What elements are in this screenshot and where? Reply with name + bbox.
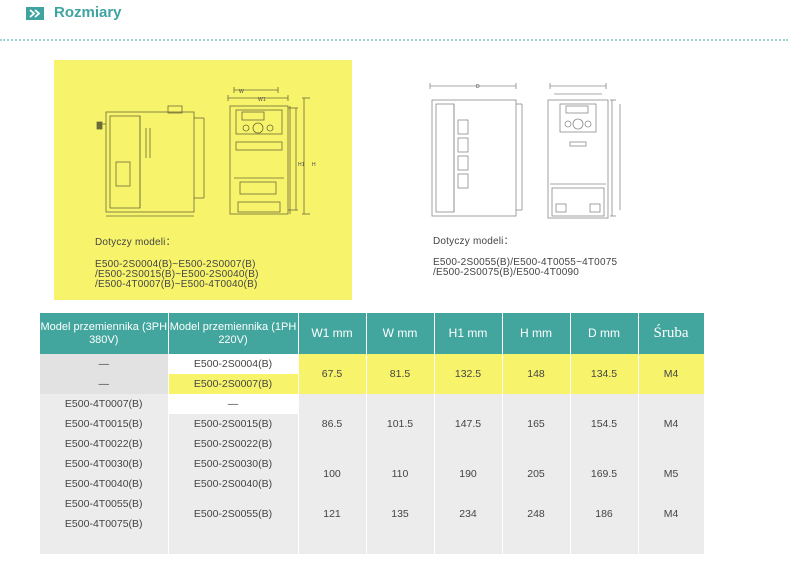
table-row: E500-4T0040(B) E500-2S0040(B) [40,474,704,494]
table-row: E500-4T0015(B) E500-2S0015(B) [40,414,704,434]
cell-model-1ph: E500-2S0055(B) [168,494,299,534]
left-panel-models-line-2: /E500-2S0015(B)~E500-2S0040(B) [95,269,259,280]
cell-model-1ph: E500-2S0022(B) [168,434,299,454]
empty-cell [502,534,571,554]
right-panel-models-line-2: /E500-2S0075(B)/E500-4T0090 [433,267,580,278]
h-dimension-label: H [312,162,316,168]
d-dimension-label: D [476,84,480,90]
table-row: E500-4T0007(B) — 86.5 101.5 147.5 165 15… [40,394,705,454]
cell-w1: 86.5 [298,394,367,454]
header-d: D mm [570,313,639,354]
cell-w: 101.5 [366,394,435,454]
h1-dimension-label: H1 [298,162,305,168]
table-row: E500-4T0030(B) E500-2S0030(B) 100 110 19… [40,454,705,494]
left-panel-models-line-3: /E500-4T0007(B)~E500-4T0040(B) [95,279,258,290]
cell-model-1ph: E500-2S0040(B) [168,474,299,494]
right-panel-caption: Dotyczy modeli： [433,236,514,247]
cell-model-3ph: E500-4T0075(B) [40,514,169,534]
cell-screw: M4 [638,494,705,534]
large-inverter-side-view-drawing [429,83,523,217]
dotted-divider [0,39,788,41]
left-model-panel [54,60,352,300]
empty-cell [40,534,169,554]
cell-model-1ph: E500-2S0007(B) [168,374,299,394]
cell-w: 81.5 [366,354,435,394]
empty-cell [570,534,639,554]
header-w: W mm [366,313,435,354]
cell-model-3ph: E500-4T0022(B) [40,434,169,454]
cell-model-3ph: E500-4T0015(B) [40,414,169,434]
empty-cell [366,534,435,554]
left-panel-models-line-1: E500-2S0004(B)~E500-2S0007(B) [95,259,256,270]
table-row: E500-4T0075(B) [40,514,704,534]
cell-h: 148 [502,354,571,394]
cell-w1: 100 [298,454,367,494]
cell-model-3ph: E500-4T0040(B) [40,474,169,494]
cell-d: 186 [570,494,639,534]
cell-model-3ph: — [40,354,169,374]
header-model-3ph: Model przemiennika (3PH 380V) [40,313,169,354]
page-title: Rozmiary [54,4,122,21]
cell-screw: M4 [638,354,705,394]
empty-cell [298,534,367,554]
small-inverter-side-view-drawing [96,105,205,217]
cell-h: 248 [502,494,571,534]
cell-d: 134.5 [570,354,639,394]
cell-h1: 234 [434,494,503,534]
header-screw: Śruba [638,313,705,354]
cell-w: 110 [366,454,435,494]
table-row [40,534,705,554]
header-h1: H1 mm [434,313,503,354]
empty-cell [168,534,299,554]
cell-model-1ph: E500-2S0004(B) [168,354,299,374]
cell-d: 169.5 [570,454,639,494]
cell-model-1ph: — [168,394,299,414]
cell-h: 165 [502,394,571,454]
left-panel-caption: Dotyczy modeli： [95,237,176,248]
table-row: E500-4T0022(B) E500-2S0022(B) [40,434,704,454]
dimensions-table: Model przemiennika (3PH 380V) Model prze… [40,313,705,554]
cell-h1: 132.5 [434,354,503,394]
section-header: Rozmiary [0,0,788,30]
cell-h1: 147.5 [434,394,503,454]
w-dimension-label: W [239,89,244,95]
w1-dimension-label: W1 [258,97,266,103]
empty-cell [434,534,503,554]
right-panel-models-line-1: E500-2S0055(B)/E500-4T0055~4T0075 [433,257,618,268]
cell-model-3ph: E500-4T0007(B) [40,394,169,414]
cell-model-3ph: — [40,374,169,394]
header-w1: W1 mm [298,313,367,354]
large-inverter-front-view-drawing [547,83,621,219]
header-model-1ph: Model przemiennika (1PH 220V) [168,313,299,354]
table-row: — E500-2S0007(B) [40,374,704,394]
cell-model-3ph: E500-4T0055(B) [40,494,169,514]
cell-h1: 190 [434,454,503,494]
table-row: E500-4T0055(B) E500-2S0055(B) 121 135 23… [40,494,705,534]
cell-d: 154.5 [570,394,639,454]
header-h: H mm [502,313,571,354]
cell-w1: 121 [298,494,367,534]
empty-cell [638,534,705,554]
table-row: — E500-2S0004(B) 67.5 81.5 132.5 148 134… [40,354,705,394]
cell-screw: M4 [638,394,705,454]
cell-h: 205 [502,454,571,494]
cell-model-3ph: E500-4T0030(B) [40,454,169,474]
table-header-row: Model przemiennika (3PH 380V) Model prze… [40,313,705,354]
cell-screw: M5 [638,454,705,494]
cell-w1: 67.5 [298,354,367,394]
cell-model-1ph: E500-2S0030(B) [168,454,299,474]
cell-model-1ph: E500-2S0015(B) [168,414,299,434]
cell-w: 135 [366,494,435,534]
double-chevron-right-icon [26,7,44,20]
small-inverter-front-view-drawing [227,87,310,215]
